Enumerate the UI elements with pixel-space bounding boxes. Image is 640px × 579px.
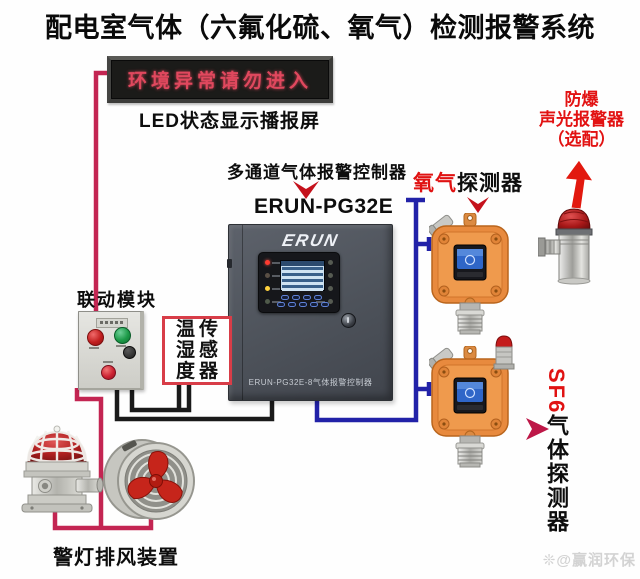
gas-alarm-controller: ERUN: [227, 224, 393, 401]
door-lock-icon: [341, 313, 356, 328]
alarm-beacon-graphic: [538, 208, 593, 285]
watermark: ❊@赢润环保: [543, 549, 636, 570]
led-label: [272, 288, 281, 290]
red-indicator: [101, 365, 116, 380]
indicator-label: [103, 361, 113, 363]
arrow-right-icon: [526, 418, 549, 440]
watermark-logo-icon: ❊: [542, 552, 557, 569]
linkage-module: [78, 311, 144, 390]
hinge-icon: [227, 259, 232, 268]
status-led: [328, 273, 333, 278]
button-label: [116, 345, 126, 347]
panel-button[interactable]: [303, 295, 311, 300]
status-led: [328, 299, 333, 304]
watermark-text: @赢润环保: [556, 552, 636, 569]
light-fan-caption: 警灯排风装置: [53, 547, 179, 569]
led-label: [272, 301, 281, 303]
exhaust-fan-graphic: [103, 439, 195, 520]
sf6-device-label: 气体探测器: [544, 414, 569, 535]
warning-light-graphic: [21, 425, 104, 513]
wire-led-to-module: [93, 70, 110, 312]
controller-lcd-screen: [280, 260, 325, 291]
wire-bus-to-oxygen: [416, 237, 432, 251]
wire-module-to-controller: [114, 388, 275, 422]
status-led: [265, 273, 270, 278]
wire-module-to-sensor: [129, 382, 192, 413]
led-label: [272, 262, 281, 264]
led-display-panel: 环境异常请勿进入: [107, 56, 333, 103]
panel-buttons-row: [281, 295, 322, 300]
led-label: [316, 301, 325, 303]
button-label: [89, 347, 99, 349]
panel-button[interactable]: [321, 302, 329, 307]
sf6-detector-caption: SF6气体探测器: [540, 368, 572, 534]
oxygen-device-label: 探测器: [457, 172, 523, 195]
sf6-gas-label: SF6: [544, 368, 569, 415]
brand-logo: ERUN: [280, 231, 341, 250]
oxygen-detector-graphic: [429, 213, 509, 335]
optional-alarm-line1: 防爆: [564, 90, 599, 109]
led-label: [272, 275, 281, 277]
panel-button[interactable]: [314, 295, 322, 300]
sensor-text-row: 湿感: [175, 340, 222, 361]
linkage-module-caption: 联动模块: [77, 290, 157, 310]
panel-button[interactable]: [310, 302, 318, 307]
page-title: 配电室气体（六氟化硫、氧气）检测报警系统: [45, 13, 595, 43]
wire-module-to-lamps: [74, 388, 104, 528]
module-nameplate: [96, 318, 128, 328]
temp-humidity-sensor-box: 温传 湿感 度器: [162, 316, 232, 385]
sensor-text-row: 度器: [175, 361, 222, 382]
status-led: [265, 286, 270, 291]
panel-button[interactable]: [281, 295, 289, 300]
wire-lamp-branch: [52, 512, 154, 531]
panel-button[interactable]: [277, 302, 285, 307]
panel-button[interactable]: [288, 302, 296, 307]
optional-alarm-caption: 防爆 声光报警器 （选配）: [523, 90, 640, 150]
arrow-up-icon: [564, 160, 595, 210]
controller-nameplate: ERUN-PG32E-8气体报警控制器: [248, 378, 373, 387]
status-led: [328, 286, 333, 291]
led-message: 环境异常请勿进入: [127, 71, 312, 92]
status-led: [328, 260, 333, 265]
status-led: [265, 299, 270, 304]
controller-caption: 多通道气体报警控制器: [227, 163, 407, 182]
oxygen-gas-label: 氧气: [413, 172, 457, 195]
arrow-down-icon: [293, 181, 319, 199]
black-button[interactable]: [123, 346, 136, 359]
sensor-text-row: 温传: [175, 319, 222, 340]
wire-bus-to-sf6: [416, 382, 432, 396]
controller-model-label: ERUN-PG32E: [254, 195, 394, 218]
oxygen-detector-caption: 氧气探测器: [413, 167, 523, 197]
controller-front-panel: [258, 252, 340, 313]
green-button[interactable]: [114, 327, 131, 344]
panel-button[interactable]: [292, 295, 300, 300]
optional-alarm-line3: （选配）: [547, 130, 616, 149]
mini-beacon-graphic: [493, 335, 515, 370]
sf6-detector-graphic: [429, 346, 509, 468]
red-button[interactable]: [87, 329, 104, 346]
optional-alarm-line2: 声光报警器: [539, 110, 624, 129]
panel-button[interactable]: [299, 302, 307, 307]
panel-buttons-row: [277, 302, 329, 307]
status-led: [265, 260, 270, 265]
arrow-down-icon: [467, 197, 489, 213]
led-display-caption: LED状态显示播报屏: [139, 111, 321, 132]
wire-controller-to-bus: [314, 200, 419, 423]
